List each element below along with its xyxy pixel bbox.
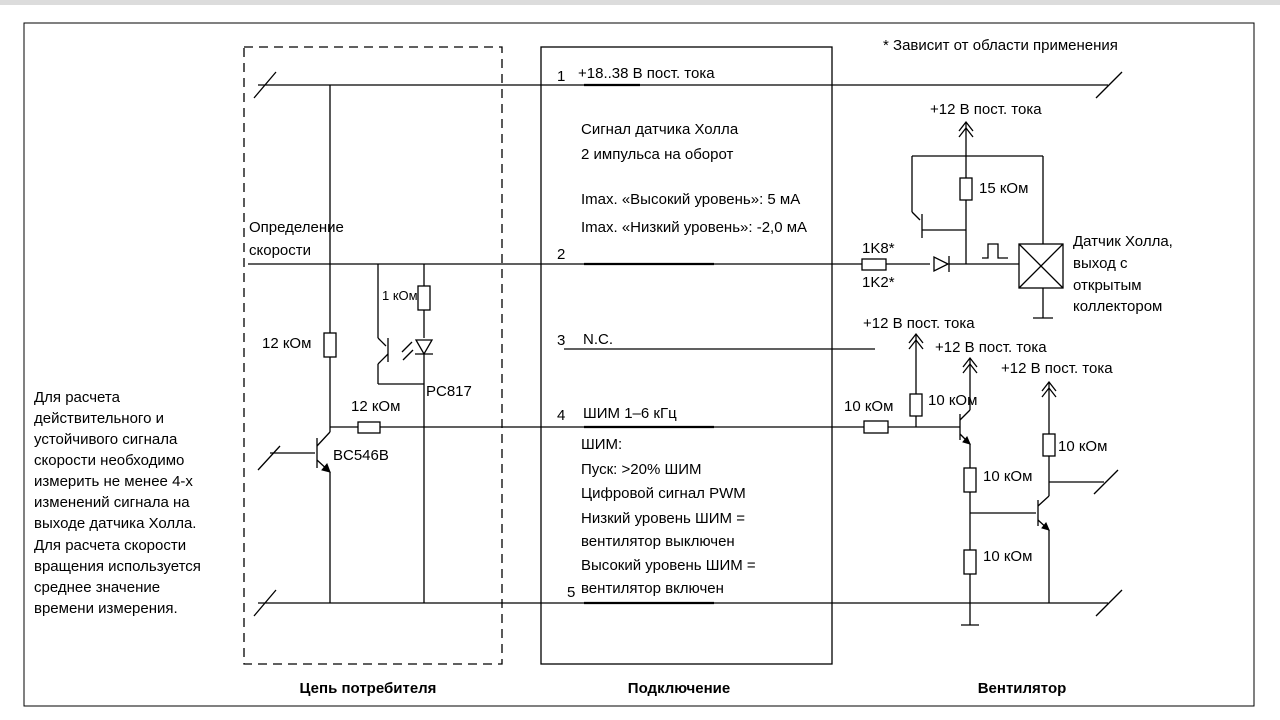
resistor-10k-pullup	[909, 393, 923, 427]
svg-text:Сигнал датчика Холла: Сигнал датчика Холла	[581, 121, 739, 138]
svg-text:времени измерения.: времени измерения.	[34, 600, 178, 617]
top-divider	[0, 0, 1280, 5]
supply-12v-top-label: +12 В пост. тока	[930, 101, 1042, 118]
resistor-10k-low	[961, 549, 979, 626]
resistor-10k-mid	[963, 467, 977, 550]
resistor-10k-mid-label: 10 кОм	[983, 468, 1032, 485]
pin-5-number: 5	[567, 584, 575, 601]
resistor-12k-vertical-label: 12 кОм	[262, 335, 311, 352]
resistor-10k-pullup-label: 10 кОм	[928, 392, 977, 409]
svg-text:Пуск: >20% ШИМ: Пуск: >20% ШИМ	[581, 461, 701, 478]
svg-text:Для расчета: Для расчета	[34, 389, 121, 406]
supply-12v-b-label: +12 В пост. тока	[935, 339, 1047, 356]
pwm-info: ШИМ: Пуск: >20% ШИМ Цифровой сигнал PWM …	[581, 436, 756, 597]
svg-text:Imax. «Высокий уровень»: 5 мА: Imax. «Высокий уровень»: 5 мА	[581, 191, 800, 208]
footnote: * Зависит от области применения	[883, 37, 1118, 54]
svg-text:скорости необходимо: скорости необходимо	[34, 452, 184, 469]
bus-line-5	[253, 589, 1123, 617]
transistor-bc546b-label: BC546B	[333, 447, 389, 464]
hall-sensor-label-2: выход с	[1073, 255, 1128, 272]
svg-text:действительного и: действительного и	[34, 410, 164, 427]
svg-text:2 импульса на оборот: 2 импульса на оборот	[581, 146, 733, 163]
svg-text:Цифровой сигнал PWM: Цифровой сигнал PWM	[581, 485, 746, 502]
svg-text:вращения используется: вращения используется	[34, 558, 201, 575]
section-consumer-label: Цепь потребителя	[300, 680, 437, 697]
resistor-10k-right-label: 10 кОм	[1058, 438, 1107, 455]
pin-2-number: 2	[557, 246, 565, 263]
pin-3-label: N.C.	[583, 331, 613, 348]
speed-detection-label: Определение	[249, 219, 344, 236]
supply-arrow-12v-top	[958, 120, 974, 156]
resistor-15k-label: 15 кОм	[979, 180, 1028, 197]
resistor-10k-right	[1042, 433, 1119, 495]
svg-text:Высокий уровень ШИМ =: Высокий уровень ШИМ =	[581, 557, 756, 574]
connection-box	[540, 46, 833, 665]
optocoupler-pc817	[377, 264, 434, 603]
side-note: Для расчета действительного и устойчивог…	[34, 389, 201, 617]
svg-text:Для расчета скорости: Для расчета скорости	[34, 537, 186, 554]
outer-frame	[23, 22, 1255, 707]
section-fan-label: Вентилятор	[978, 680, 1067, 697]
svg-text:изменений сигнала на: изменений сигнала на	[34, 494, 190, 511]
hall-supply-wiring	[911, 155, 1044, 244]
section-connection-label: Подключение	[628, 680, 730, 697]
resistor-1k2-label: 1K2*	[862, 274, 895, 291]
supply-12v-c-label: +12 В пост. тока	[1001, 360, 1113, 377]
resistor-1k-label: 1 кОм	[382, 288, 418, 303]
resistor-10k-low-label: 10 кОм	[983, 548, 1032, 565]
svg-text:Imax. «Низкий уровень»: -2,0 м: Imax. «Низкий уровень»: -2,0 мА	[581, 219, 807, 236]
svg-text:ШИМ:: ШИМ:	[581, 436, 622, 453]
pin-4-number: 4	[557, 407, 565, 424]
pulse-symbol	[982, 243, 1008, 259]
pin-4-label: ШИМ 1–6 кГц	[583, 405, 677, 422]
supply-arrow-12v-a	[908, 332, 924, 394]
hall-sensor-label-3: открытым	[1073, 277, 1142, 294]
hall-sensor-label-4: коллектором	[1073, 298, 1162, 315]
supply-arrow-12v-b	[962, 356, 978, 396]
pin-3-number: 3	[557, 332, 565, 349]
resistor-12k-horizontal	[330, 421, 381, 434]
supply-arrow-12v-c	[1041, 380, 1057, 434]
bus-line-1	[253, 71, 1123, 99]
consumer-circuit-box	[243, 46, 503, 665]
resistor-1k8	[861, 258, 930, 271]
supply-12v-a-label: +12 В пост. тока	[863, 315, 975, 332]
transistor-pwm-1	[959, 396, 971, 468]
resistor-12k-vertical	[323, 85, 337, 427]
resistor-10k-input	[863, 420, 960, 434]
svg-text:устойчивого сигнала: устойчивого сигнала	[34, 431, 178, 448]
pin-1-label: +18..38 В пост. тока	[578, 65, 715, 82]
svg-text:измерить не менее 4-х: измерить не менее 4-х	[34, 473, 193, 490]
svg-text:Низкий уровень ШИМ =: Низкий уровень ШИМ =	[581, 510, 745, 527]
hall-signal-info: Сигнал датчика Холла 2 импульса на оборо…	[581, 121, 807, 236]
resistor-12k-horizontal-label: 12 кОм	[351, 398, 400, 415]
resistor-1k8-label: 1K8*	[862, 240, 895, 257]
diode	[933, 255, 1019, 273]
svg-text:вентилятор включен: вентилятор включен	[581, 580, 724, 597]
svg-text:выходе датчика Холла.: выходе датчика Холла.	[34, 515, 196, 532]
transistor-pwm-2	[970, 482, 1050, 603]
hall-sensor-label-1: Датчик Холла,	[1073, 233, 1173, 250]
transistor-bc546b	[257, 427, 331, 603]
pin-1-number: 1	[557, 68, 565, 85]
resistor-10k-input-label: 10 кОм	[844, 398, 893, 415]
hall-sensor	[1018, 243, 1064, 319]
resistor-15k	[959, 156, 973, 264]
speed-detection-label-2: скорости	[249, 242, 311, 259]
optocoupler-label: PC817	[426, 383, 472, 400]
svg-text:вентилятор выключен: вентилятор выключен	[581, 533, 735, 550]
svg-text:среднее значение: среднее значение	[34, 579, 160, 596]
